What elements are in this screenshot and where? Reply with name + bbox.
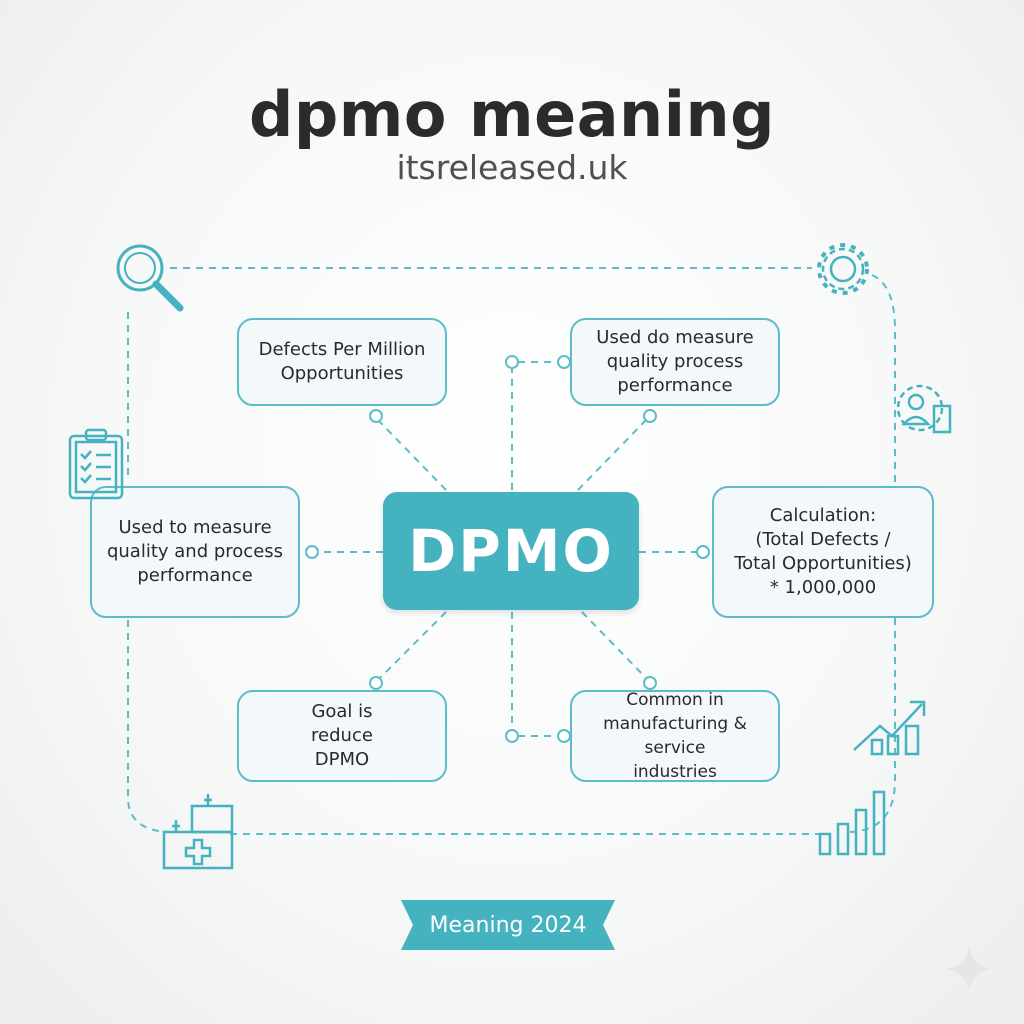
node-purpose-top-text: Used do measure quality process performa…: [596, 327, 754, 396]
node-goal-text: Goal is reduce DPMO: [311, 701, 373, 770]
connector-dot: [369, 676, 383, 690]
center-node: DPMO: [383, 492, 639, 610]
node-calculation-text: Calculation: (Total Defects / Total Oppo…: [734, 505, 912, 598]
connector-dot: [557, 729, 571, 743]
node-purpose-top: Used do measure quality process performa…: [570, 318, 780, 406]
node-definition: Defects Per Million Opportunities: [237, 318, 447, 406]
sparkle-icon: [946, 946, 992, 992]
connector-dot: [643, 409, 657, 423]
footer-ribbon-shape: [401, 900, 615, 950]
connector-dot: [305, 545, 319, 559]
gear-person-icon: [896, 384, 952, 434]
connector-dot: [643, 676, 657, 690]
bar-chart-icon: [818, 790, 886, 856]
footer-ribbon: Meaning 2024: [429, 912, 587, 938]
page-subtitle: itsreleased.uk: [396, 148, 628, 187]
gear-icon: [817, 243, 869, 295]
connector-dot: [505, 355, 519, 369]
connector-dot: [557, 355, 571, 369]
connector-dot: [505, 729, 519, 743]
node-purpose-left: Used to measure quality and process perf…: [90, 486, 300, 618]
connector-dot: [696, 545, 710, 559]
node-industries-text: Common in manufacturing & service indust…: [603, 690, 747, 782]
node-industries: Common in manufacturing & service indust…: [570, 690, 780, 782]
node-definition-text: Defects Per Million Opportunities: [258, 339, 426, 384]
node-calculation: Calculation: (Total Defects / Total Oppo…: [712, 486, 934, 618]
magnifier-icon: [116, 244, 184, 312]
trend-chart-icon: [853, 700, 926, 756]
node-purpose-left-text: Used to measure quality and process perf…: [106, 517, 284, 586]
page-title: dpmo meaning: [249, 78, 775, 151]
node-goal: Goal is reduce DPMO: [237, 690, 447, 782]
connector-dot: [369, 409, 383, 423]
clipboard-icon: [68, 428, 124, 500]
medical-kit-icon: [162, 794, 234, 870]
